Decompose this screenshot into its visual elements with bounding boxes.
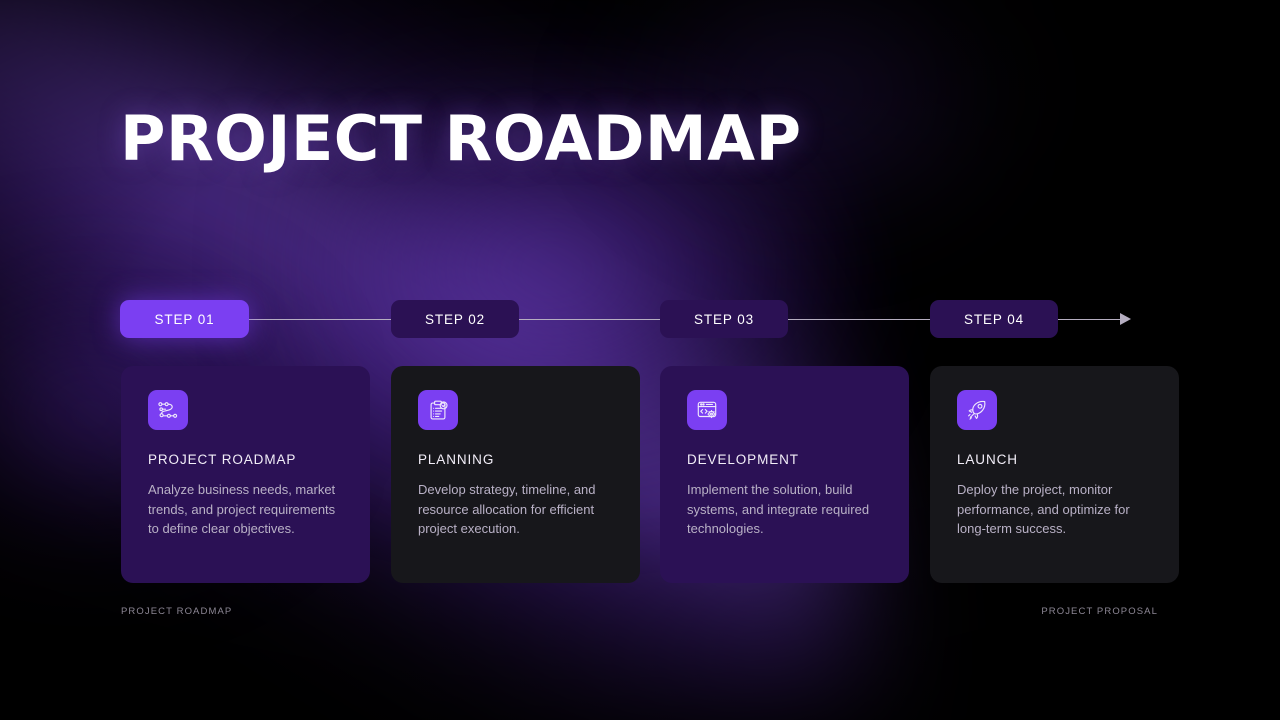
roadmap-card-1[interactable]: PROJECT ROADMAP Analyze business needs, … xyxy=(121,366,370,583)
step-badge-label: STEP 02 xyxy=(424,311,486,327)
card-heading: LAUNCH xyxy=(957,452,1018,467)
card-row: PROJECT ROADMAP Analyze business needs, … xyxy=(121,366,1179,583)
route-nodes-icon xyxy=(148,390,188,430)
card-heading: DEVELOPMENT xyxy=(687,452,799,467)
rocket-launch-icon xyxy=(957,390,997,430)
card-body: Develop strategy, timeline, and resource… xyxy=(418,482,596,536)
footer-left-label: PROJECT ROADMAP xyxy=(121,606,233,617)
step-badge-label: STEP 01 xyxy=(154,311,215,327)
step-badge-label: STEP 04 xyxy=(963,311,1025,327)
page-title: PROJECT ROADMAP xyxy=(120,102,802,175)
roadmap-card-4[interactable]: LAUNCH Deploy the project, monitor perfo… xyxy=(930,366,1179,583)
step-badge-01[interactable]: STEP 01 xyxy=(120,300,249,338)
step-badge-label: STEP 03 xyxy=(693,311,755,327)
timeline: STEP 01 STEP 02 STEP 03 STEP 04 xyxy=(120,300,1160,340)
code-window-gear-icon xyxy=(687,390,727,430)
card-heading: PLANNING xyxy=(418,452,495,467)
timeline-track xyxy=(120,318,1125,320)
roadmap-card-3[interactable]: DEVELOPMENT Implement the solution, buil… xyxy=(660,366,909,583)
card-body: Deploy the project, monitor performance,… xyxy=(957,482,1130,536)
card-heading: PROJECT ROADMAP xyxy=(148,452,297,467)
step-badge-02[interactable]: STEP 02 xyxy=(391,300,519,338)
timeline-arrow-icon xyxy=(1120,313,1131,325)
clipboard-checklist-icon xyxy=(418,390,458,430)
card-body: Analyze business needs, market trends, a… xyxy=(148,482,336,536)
step-badge-03[interactable]: STEP 03 xyxy=(660,300,788,338)
card-body: Implement the solution, build systems, a… xyxy=(687,482,870,536)
footer-right-label: PROJECT PROPOSAL xyxy=(1041,606,1158,617)
step-badge-04[interactable]: STEP 04 xyxy=(930,300,1058,338)
roadmap-card-2[interactable]: PLANNING Develop strategy, timeline, and… xyxy=(391,366,640,583)
